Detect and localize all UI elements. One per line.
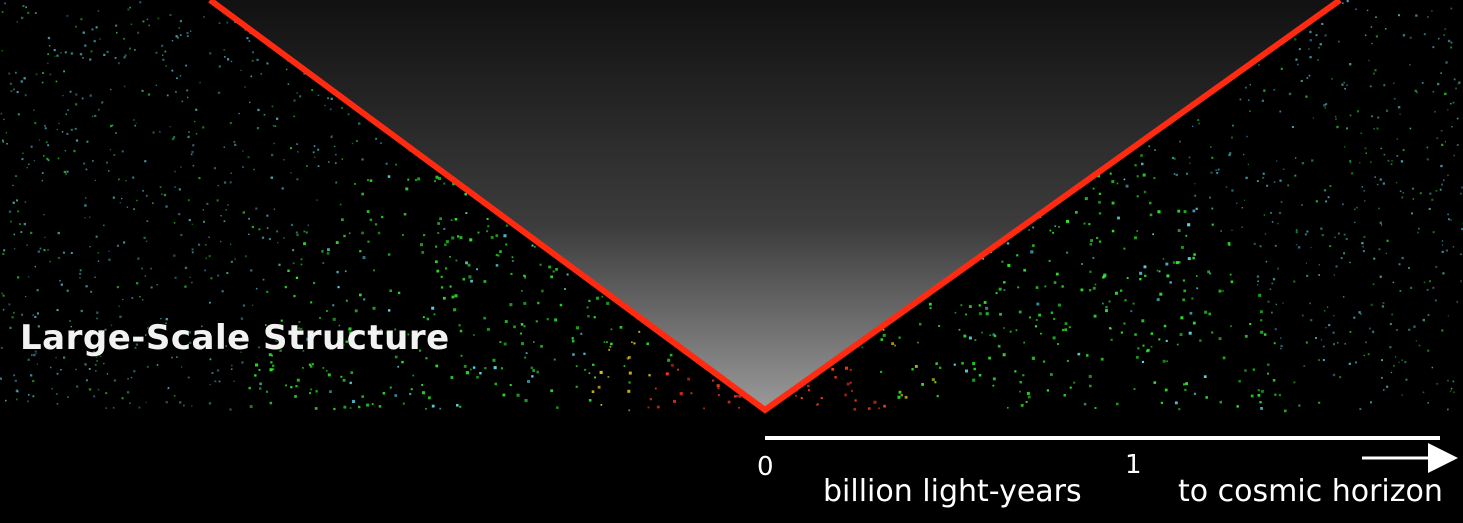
axis-tick-one: 1 — [1125, 450, 1142, 480]
horizon-label: to cosmic horizon — [1178, 474, 1443, 509]
axis-unit-label: billion light-years — [823, 474, 1082, 509]
title-label: Large-Scale Structure — [20, 318, 450, 358]
survey-cone — [210, 0, 1340, 410]
survey-cone-outline — [208, 0, 1342, 414]
axis-tick-zero: 0 — [757, 452, 774, 482]
